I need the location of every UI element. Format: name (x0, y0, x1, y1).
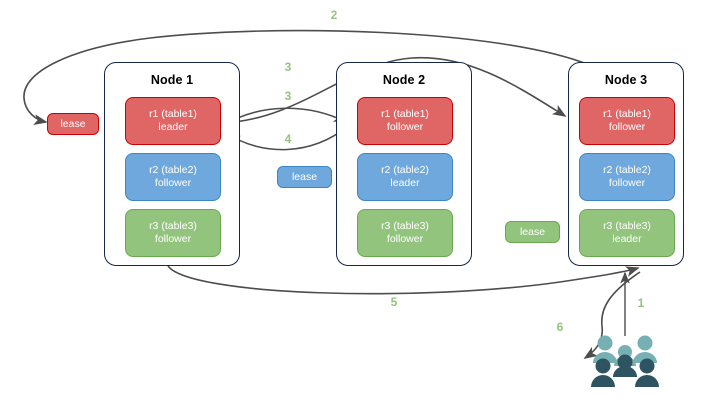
lease-label: lease (60, 118, 86, 130)
replica-role: leader (158, 121, 188, 133)
step-label-6: 6 (556, 320, 564, 334)
node-title: Node 3 (604, 73, 648, 87)
step-label-3-short: 3 (284, 89, 292, 103)
replica-node1-r2[interactable]: r2 (table2) follower (125, 153, 221, 201)
replica-node3-r1[interactable]: r1 (table1) follower (579, 97, 675, 145)
replica-name: r2 (table2) (381, 164, 429, 176)
replica-name: r2 (table2) (603, 164, 651, 176)
node-container-node1[interactable]: Node 1 r1 (table1) leader r2 (table2) fo… (104, 62, 240, 266)
replica-name: r1 (table1) (149, 108, 197, 120)
step-label-1: 1 (637, 296, 645, 310)
replica-name: r1 (table1) (381, 108, 429, 120)
replica-role: leader (612, 233, 642, 245)
lease-label: lease (291, 171, 318, 183)
node-container-node3[interactable]: Node 3 r1 (table1) follower r2 (table2) … (568, 62, 684, 266)
replica-name: r1 (table1) (603, 108, 651, 120)
lease-box-green[interactable]: lease (505, 221, 560, 243)
arrow-step-5 (167, 265, 640, 295)
replica-node2-r1[interactable]: r1 (table1) follower (357, 97, 453, 145)
replica-node2-r2[interactable]: r2 (table2) leader (357, 153, 453, 201)
users-icon (591, 335, 659, 387)
replica-name: r3 (table3) (381, 220, 429, 232)
replica-node1-r1[interactable]: r1 (table1) leader (125, 97, 221, 145)
replica-node1-r3[interactable]: r3 (table3) follower (125, 209, 221, 257)
node-container-node2[interactable]: Node 2 r1 (table1) follower r2 (table2) … (336, 62, 472, 266)
step-label-5: 5 (390, 295, 398, 309)
replica-role: leader (390, 177, 420, 189)
lease-box-red[interactable]: lease (47, 113, 99, 135)
replica-node2-r3[interactable]: r3 (table3) follower (357, 209, 453, 257)
arrow-step-3-short (221, 107, 348, 127)
step-label-4: 4 (284, 132, 292, 146)
replica-name: r3 (table3) (149, 220, 197, 232)
step-label-2: 2 (330, 8, 338, 22)
replica-role: follower (386, 121, 424, 133)
replica-role: follower (608, 121, 646, 133)
node-title: Node 1 (150, 73, 194, 87)
replica-role: follower (386, 233, 424, 245)
replica-role: follower (608, 177, 646, 189)
replica-name: r3 (table3) (603, 220, 651, 232)
replica-role: follower (154, 233, 192, 245)
step-label-3-long: 3 (284, 60, 292, 74)
node-title: Node 2 (382, 73, 426, 87)
lease-label: lease (519, 226, 546, 238)
replica-name: r2 (table2) (149, 164, 197, 176)
replica-node3-r2[interactable]: r2 (table2) follower (579, 153, 675, 201)
replica-role: follower (154, 177, 192, 189)
lease-box-blue[interactable]: lease (277, 166, 332, 188)
replica-node3-r3[interactable]: r3 (table3) leader (579, 209, 675, 257)
